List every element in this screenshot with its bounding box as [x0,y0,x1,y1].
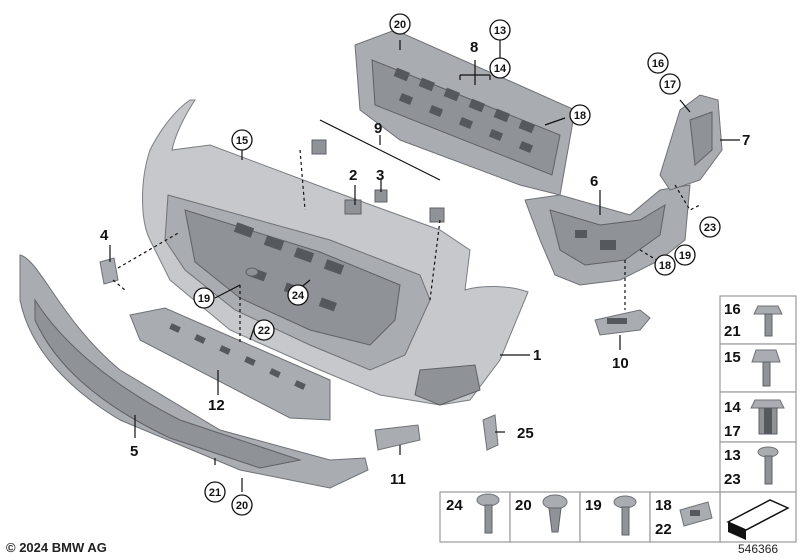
callout-22: 22 [258,325,270,337]
bolt-15-icon [751,349,781,387]
clip-part-9-right [429,207,445,223]
part-number-labels: 1 2 3 4 5 6 7 8 9 10 11 12 25 [100,39,750,488]
label-6: 6 [590,173,598,190]
legend-14: 14 [724,399,741,416]
clip-part-9-left [311,139,327,155]
label-11: 11 [390,471,406,488]
label-10: 10 [612,355,629,372]
screw-19-icon [613,495,637,536]
legend-20: 20 [515,497,532,514]
reflector-cover-part [482,414,499,451]
legend-16: 16 [724,301,741,318]
legend-22: 22 [655,521,672,538]
clip-20-icon [542,494,568,533]
legend-24: 24 [446,497,463,514]
callout-21: 21 [209,487,221,499]
legend-21: 21 [724,323,741,340]
spring-nut-18-22-icon [679,501,713,527]
label-7: 7 [742,132,750,149]
label-8: 8 [470,39,478,56]
legend-box-13-23 [719,441,797,493]
callout-24: 24 [292,290,305,302]
copyright-notice: © 2024 BMW AG [6,540,107,555]
callout-18-right: 18 [659,260,671,272]
fastener-legend-right: 16 21 15 14 17 13 23 [719,295,797,543]
nut-insert-14-17-icon [750,399,785,435]
callout-23: 23 [704,222,716,234]
grille-carrier-part [354,29,576,196]
screw-13-23-icon [757,446,779,485]
clip-part-2 [344,199,362,215]
bolt-16-21-icon [753,305,783,337]
callout-15: 15 [236,135,248,147]
callout-13: 13 [494,25,506,37]
bumper-bracket-right-part [524,184,691,286]
front-lip-spoiler-part [19,254,369,489]
tow-eye-cover-part [99,257,119,285]
label-2: 2 [349,167,357,184]
label-9: 9 [374,120,382,137]
lower-grille-part [129,307,331,421]
legend-17: 17 [724,423,741,440]
screw-24-icon [476,493,500,534]
side-trim-cover-part [659,94,723,191]
callout-16: 16 [652,58,664,70]
callout-14: 14 [494,63,507,75]
callout-19-left: 19 [198,293,210,305]
legend-15: 15 [724,349,741,366]
fastener-legend-bottom: 24 20 19 18 22 [439,491,721,543]
legend-19: 19 [585,497,602,514]
label-12: 12 [208,397,225,414]
callout-17: 17 [664,79,676,91]
callout-19-right: 19 [679,250,691,262]
direction-arrow-icon [726,499,790,540]
callout-18-top: 18 [574,110,586,122]
label-25: 25 [517,425,534,442]
dashed-guide-lines [112,149,701,345]
label-3: 3 [376,167,384,184]
callout-20-top: 20 [394,19,406,31]
diagram-number: 546366 [738,542,779,556]
small-bracket-part [594,309,651,336]
label-5: 5 [130,443,138,460]
label-4: 4 [100,227,109,244]
legend-13: 13 [724,447,741,464]
tow-hook-cover-part [374,424,421,451]
leader-lines [109,40,740,492]
bumper-trim-panel [142,99,529,406]
callout-20-bottom: 20 [236,500,248,512]
legend-23: 23 [724,471,741,488]
legend-18: 18 [655,497,672,514]
circled-callouts: 20 13 14 16 17 18 15 23 19 18 24 19 22 2… [193,13,721,516]
label-1: 1 [533,347,541,364]
